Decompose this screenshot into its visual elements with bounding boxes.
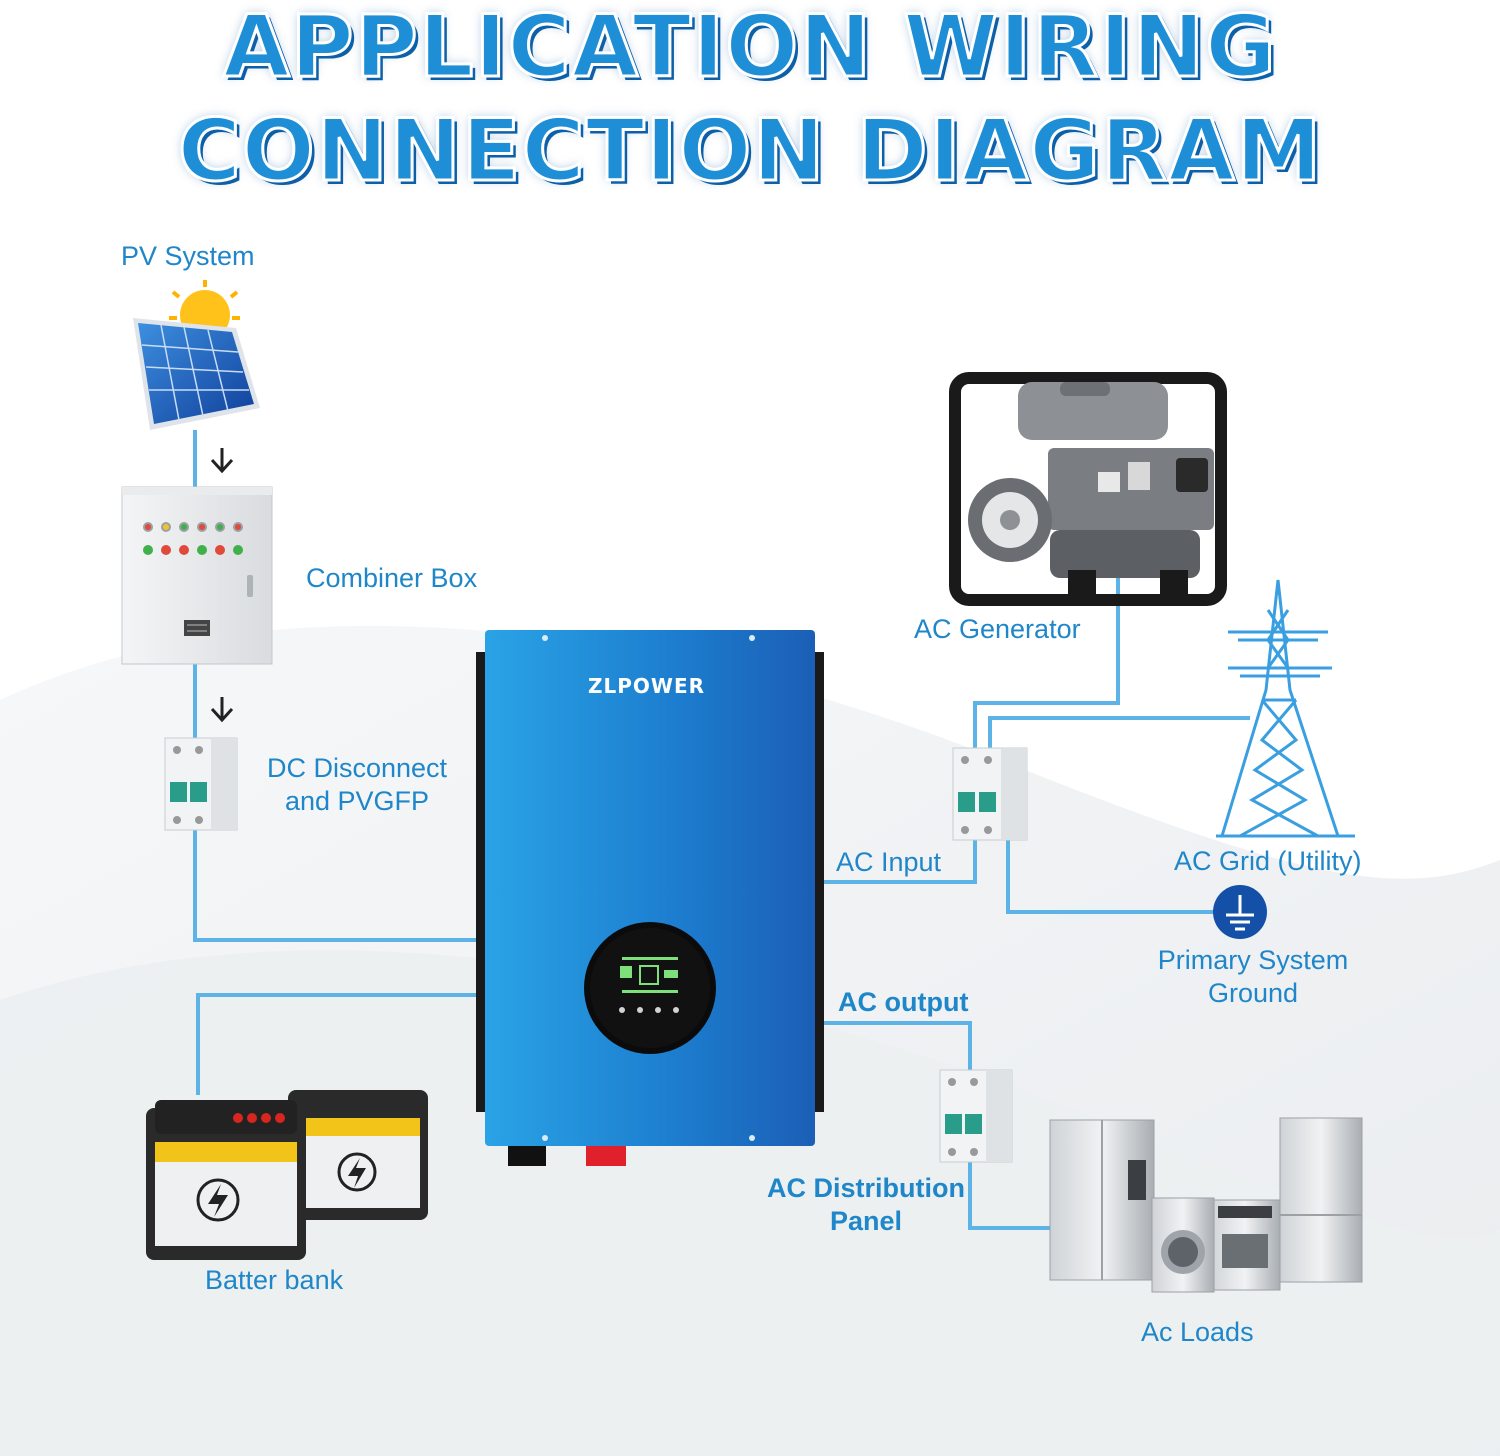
ac-distribution-label-line-1: AC Distribution [767, 1173, 965, 1203]
primary-ground-label: Primary System Ground [1143, 944, 1363, 1010]
transmission-tower-icon [1216, 579, 1355, 838]
pv-system-label: PV System [121, 241, 255, 271]
dc-disconnect-label: DC Disconnect and PVGFP [250, 752, 464, 818]
down-arrow-icon [210, 448, 234, 474]
combiner-box-icon [121, 486, 273, 665]
dc-disconnect-label-line-1: DC Disconnect [266, 753, 448, 783]
background-swoosh-2 [0, 950, 1500, 1456]
title-line-2: CONNECTION DIAGRAM [176, 101, 1323, 201]
solar-panel-icon [133, 318, 260, 430]
ground-icon [1213, 885, 1267, 939]
ac-output-breaker-icon [939, 1069, 1013, 1163]
inverter-illustration [476, 630, 824, 1166]
battery-icon [288, 1090, 428, 1220]
ac-distribution-label: AC Distribution Panel [756, 1172, 976, 1238]
ac-input-label: AC Input [836, 847, 942, 877]
ac-output-label: AC output [838, 987, 969, 1017]
down-arrow-icon [210, 697, 234, 723]
ac-generator-label: AC Generator [914, 614, 1081, 644]
wires [193, 430, 1250, 1230]
dc-breaker-icon [164, 737, 238, 831]
ac-grid-label: AC Grid (Utility) [1174, 846, 1362, 876]
generator-illustration [949, 372, 1227, 606]
ac-loads-label: Ac Loads [1141, 1317, 1254, 1347]
combiner-box-label: Combiner Box [306, 563, 478, 593]
ac-input-breaker-icon [952, 747, 1028, 841]
battery-bank-label: Batter bank [205, 1265, 344, 1295]
battery-icon [146, 1100, 306, 1260]
primary-ground-label-line-1: Primary System [1157, 945, 1349, 975]
dc-disconnect-label-line-2: and PVGFP [284, 786, 430, 816]
title-line-1: APPLICATION WIRING [222, 0, 1278, 97]
appliances-illustration [1049, 1117, 1363, 1293]
primary-ground-label-line-2: Ground [1207, 978, 1299, 1008]
ac-distribution-label-line-2: Panel [829, 1206, 903, 1236]
inverter-brand-logo: ZLPOWER [588, 674, 706, 698]
